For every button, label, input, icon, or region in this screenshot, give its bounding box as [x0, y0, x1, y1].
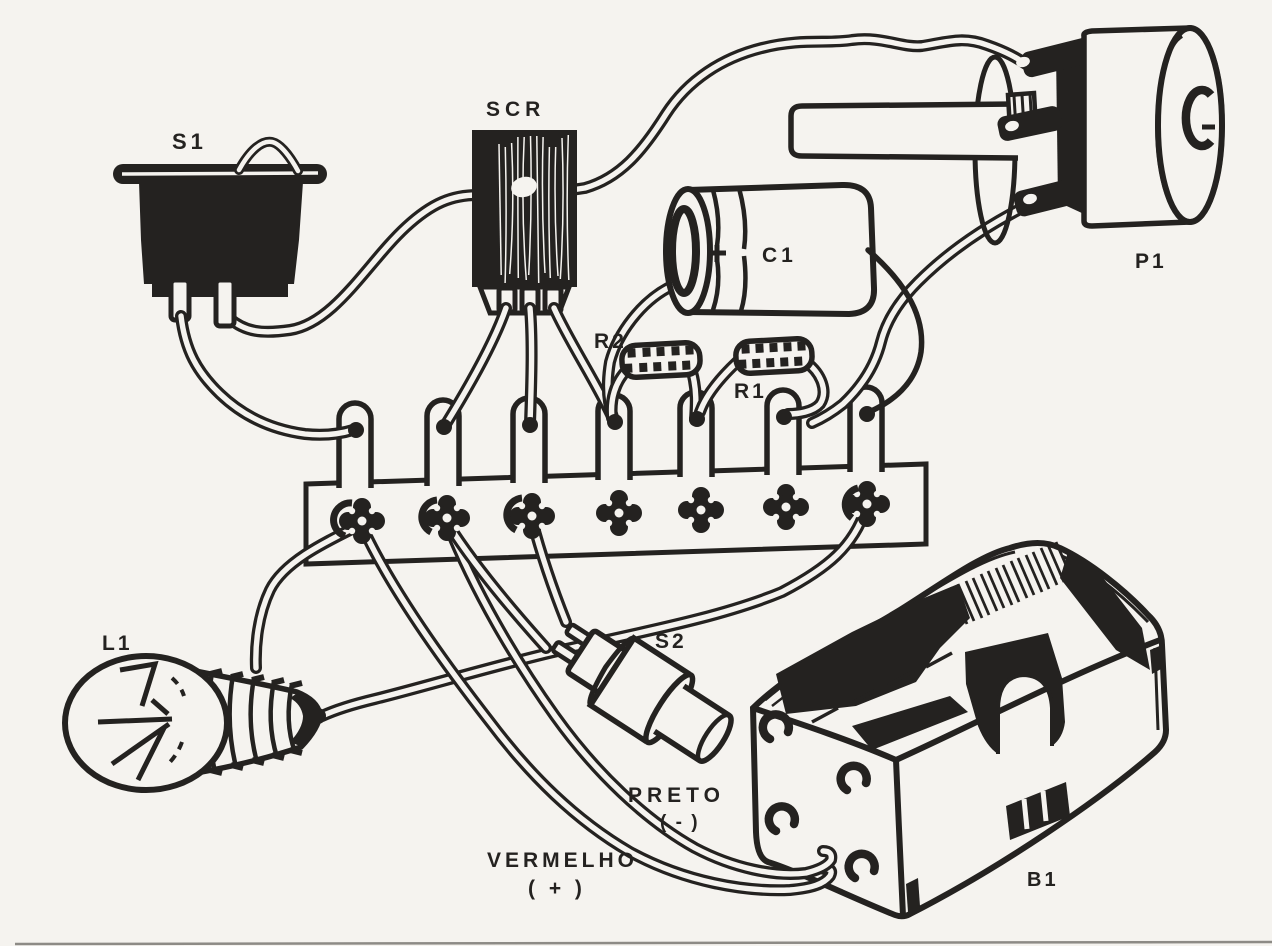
svg-text:( + ): ( + )	[528, 877, 586, 900]
svg-text:L1: L1	[102, 632, 133, 655]
svg-text:S2: S2	[655, 630, 687, 653]
svg-text:R2: R2	[594, 330, 627, 353]
svg-text:VERMELHO: VERMELHO	[487, 849, 638, 872]
svg-text:B1: B1	[1027, 869, 1059, 891]
svg-text:S1: S1	[172, 129, 207, 154]
svg-text:P1: P1	[1135, 250, 1167, 273]
svg-text:( - ): ( - )	[660, 812, 700, 833]
svg-text:PRETO: PRETO	[628, 784, 725, 807]
svg-text:SCR: SCR	[486, 98, 545, 121]
svg-text:R1: R1	[734, 380, 767, 403]
svg-text:C1: C1	[762, 244, 797, 267]
